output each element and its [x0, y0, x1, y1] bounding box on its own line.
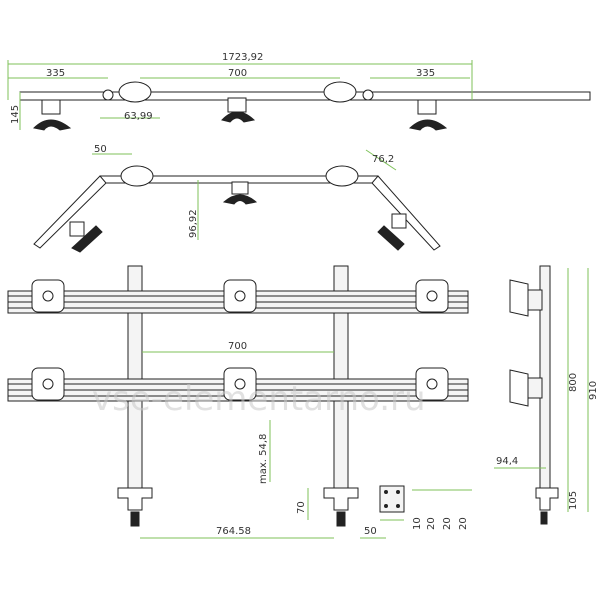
- top-hub-right: [323, 81, 357, 103]
- dim-max-548: max. 54,8: [258, 434, 269, 484]
- top-hub-left: [118, 81, 152, 103]
- top-head-right: [408, 99, 448, 131]
- dim-row-span-700: 700: [228, 341, 247, 352]
- angled-hub-right: [325, 165, 359, 187]
- top-view: 1723,92 335 700 335 145 63,99: [7, 52, 591, 131]
- dim-plate-20a: 20: [426, 517, 437, 530]
- angled-right-arm: [371, 175, 441, 251]
- side-head-lower: [509, 369, 543, 407]
- side-view: 800 910 94,4 105: [494, 265, 599, 525]
- angled-head-center: [222, 181, 258, 205]
- dim-drop-9692: 96,92: [188, 209, 199, 238]
- vesa-plate-lower-center: [223, 367, 257, 401]
- vesa-plate-lower-left: [31, 367, 65, 401]
- angled-left-arm: [33, 175, 107, 249]
- vesa-plate-lower-right: [415, 367, 449, 401]
- side-head-upper: [509, 279, 543, 317]
- dim-side-arm-left: 335: [46, 68, 65, 79]
- dim-offset-6399: 63,99: [124, 111, 153, 122]
- dim-side-944: 94,4: [496, 456, 518, 467]
- top-joint-right: [362, 89, 374, 101]
- angled-head-left: [69, 221, 103, 253]
- dim-angle-arm-762: 76,2: [372, 154, 394, 165]
- angled-hub-left: [120, 165, 154, 187]
- side-clamp: [535, 487, 559, 525]
- dim-base-76458: 764.58: [216, 526, 251, 537]
- vesa-plate-upper-left: [31, 279, 65, 313]
- front-view: 700 max. 54,8 70 764.58: [7, 265, 469, 539]
- top-joint-left: [102, 89, 114, 101]
- dim-plate-20b: 20: [442, 517, 453, 530]
- mount-plate-detail: 50 10 20 20 20: [360, 485, 472, 539]
- clamp-right: [323, 487, 359, 527]
- top-head-left: [32, 99, 72, 131]
- mount-plate: [379, 485, 405, 513]
- dim-height-145: 145: [10, 105, 21, 124]
- watermark-text: vse-elementarno.ru: [92, 379, 426, 419]
- dim-plate-50: 50: [364, 526, 377, 537]
- clamp-left: [117, 487, 153, 527]
- top-head-center: [221, 97, 256, 123]
- dim-side-105: 105: [568, 491, 579, 510]
- vesa-plate-upper-right: [415, 279, 449, 313]
- angled-head-right: [377, 213, 407, 251]
- dim-clamp-70: 70: [296, 501, 307, 514]
- vesa-plate-upper-center: [223, 279, 257, 313]
- dim-overall-width: 1723,92: [222, 52, 263, 63]
- dim-side-arm-right: 335: [416, 68, 435, 79]
- angled-view: 50 76,2 96,92: [33, 144, 441, 253]
- dim-plate-10: 10: [412, 517, 423, 530]
- dim-plate-20c: 20: [458, 517, 469, 530]
- dim-center-span-top: 700: [228, 68, 247, 79]
- dim-side-800: 800: [568, 373, 579, 392]
- dim-angle-arm-50: 50: [94, 144, 107, 155]
- dim-side-910: 910: [588, 381, 599, 400]
